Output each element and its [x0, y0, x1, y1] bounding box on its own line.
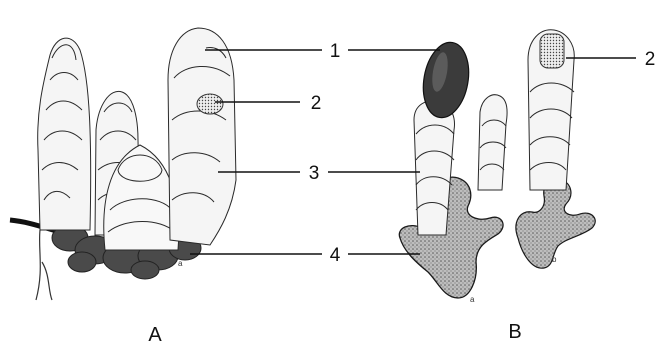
- tiny-mark-b: a: [470, 295, 475, 304]
- speckled-cap-b: [540, 34, 564, 68]
- rootlet-a: [36, 230, 52, 300]
- capsule-a: [197, 94, 223, 114]
- figure-a: a: [10, 28, 236, 300]
- tiny-mark-a: a: [178, 259, 183, 268]
- label-3: 3: [309, 163, 320, 184]
- figure-b-right: b: [516, 30, 595, 268]
- shoot-a-right: [168, 28, 236, 245]
- shoot-a-left: [38, 38, 91, 230]
- thallus-b-main: [399, 177, 503, 298]
- label-2a: 2: [311, 93, 322, 114]
- panel-label-b: B: [508, 321, 521, 343]
- label-1: 1: [330, 41, 341, 62]
- panel-label-a: A: [148, 324, 162, 346]
- side-shoot-b: [478, 95, 507, 190]
- tiny-mark-b2: b: [552, 255, 557, 264]
- label-2b: 2: [645, 49, 656, 70]
- label-4: 4: [330, 245, 341, 266]
